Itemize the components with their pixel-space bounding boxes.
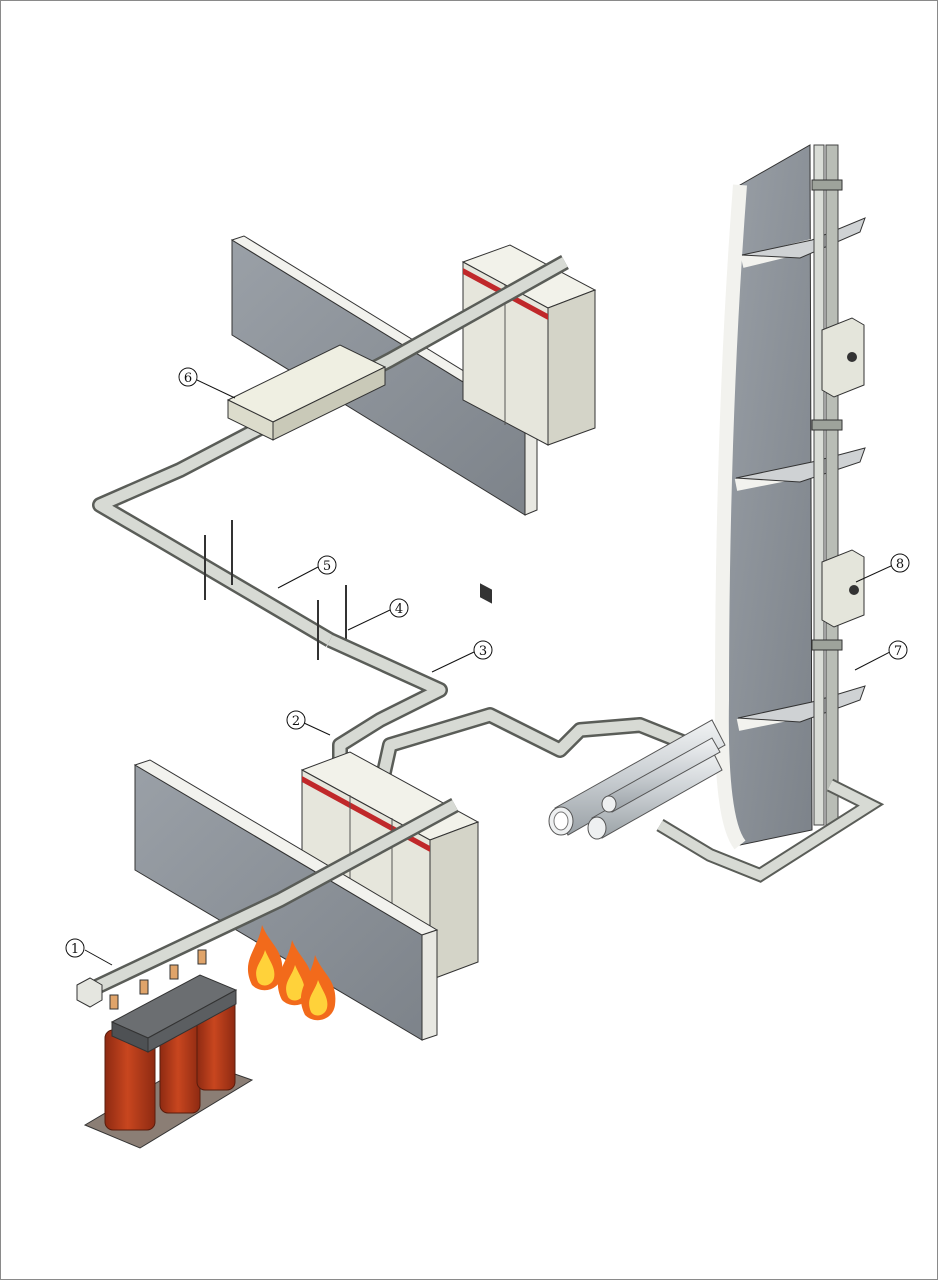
callout-2: 2	[286, 710, 331, 736]
callout-7-number: 7	[894, 644, 902, 659]
callout-4-number: 4	[395, 602, 403, 617]
plug-in-box-lower	[821, 549, 865, 628]
riser-base-busway-loop	[656, 778, 885, 883]
callout-3-number: 3	[479, 644, 487, 659]
plug-in-box-upper	[821, 317, 865, 398]
callout-1: 1	[65, 938, 113, 966]
callout-2-number: 2	[292, 714, 300, 729]
riser-shaft-wall	[714, 144, 866, 850]
callout-7: 7	[854, 640, 908, 671]
callout-8-number: 8	[896, 557, 904, 572]
callout-3: 3	[431, 640, 493, 673]
mid-busway-connection	[326, 632, 693, 792]
upper-horizontal-busway	[92, 255, 569, 660]
service-pipes	[548, 719, 726, 840]
fire-symbol	[247, 925, 336, 1021]
callout-8: 8	[855, 553, 910, 583]
cast-resin-transformer	[83, 974, 254, 1149]
lower-busway-to-transformer	[76, 797, 459, 1010]
callout-1-number: 1	[71, 942, 79, 957]
callout-6: 6	[178, 367, 236, 399]
vertical-busway-riser	[811, 144, 843, 826]
callout-6-number: 6	[184, 371, 192, 386]
tap-off-box	[226, 344, 387, 441]
callout-4: 4	[347, 598, 409, 631]
callout-5: 5	[277, 555, 337, 589]
callout-5-number: 5	[323, 559, 331, 574]
